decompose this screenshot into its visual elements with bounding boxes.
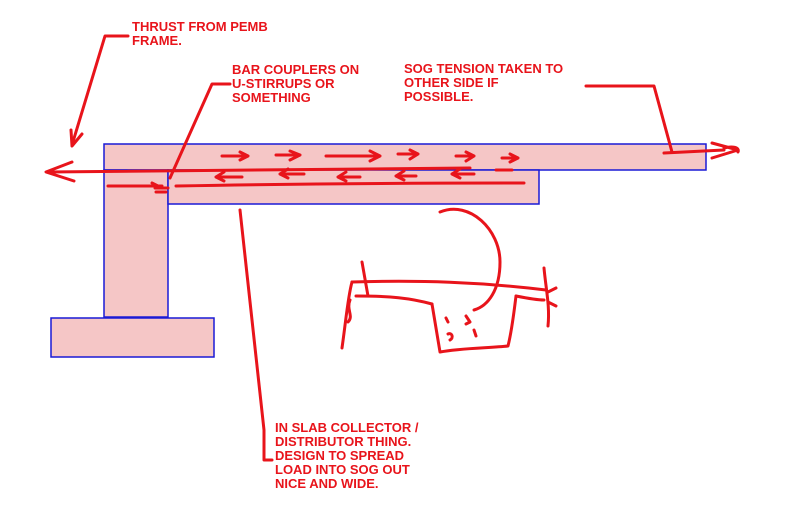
- thrust-leader-tip: [69, 128, 84, 148]
- section-left-edge: [340, 280, 354, 350]
- pier-column: [103, 169, 169, 318]
- sog-leader: [584, 84, 674, 154]
- in-slab-collector: [167, 169, 540, 205]
- flow-arrow-6: [500, 152, 520, 164]
- flow-arrow-8: [278, 167, 306, 180]
- sog-tension-arrow: [662, 141, 740, 160]
- section-left-breakline: [346, 298, 352, 324]
- rebar-dot-4: [472, 328, 478, 338]
- structure: [50, 143, 707, 358]
- flow-arrow-9: [336, 170, 362, 183]
- slab-collector-note: IN SLAB COLLECTOR / DISTRIBUTOR THING. D…: [275, 420, 419, 491]
- ink-sketch: [44, 34, 740, 462]
- thrust-arrow-line: [46, 166, 472, 174]
- section-right-end: [542, 266, 558, 328]
- sog-tension-note: SOG TENSION TAKEN TO OTHER SIDE IF POSSI…: [404, 61, 564, 104]
- rebar-dot-2: [464, 314, 472, 326]
- coupler-marker: [153, 186, 170, 194]
- slab-on-grade: [103, 143, 707, 171]
- slab-collector-leader: [238, 208, 274, 462]
- thrust-leader: [70, 34, 130, 147]
- flow-arrow-11: [450, 167, 476, 180]
- section-left-tick: [360, 260, 370, 298]
- section-slab-bottom: [354, 294, 434, 306]
- flow-arrow-1: [220, 150, 250, 162]
- flow-arrow-3: [324, 149, 382, 163]
- detail-callout-curve: [438, 207, 502, 312]
- thrust-arrow-head: [44, 160, 76, 183]
- collector-bar: [174, 181, 526, 188]
- flow-arrow-5: [454, 150, 476, 163]
- flow-arrow-7: [214, 170, 244, 183]
- section-right-edge: [514, 294, 546, 302]
- footing: [50, 317, 215, 358]
- section-collector: [430, 294, 518, 354]
- couplers-note: BAR COUPLERS ON U-STIRRUPS OR SOMETHING: [232, 62, 360, 105]
- rebar-dot-3: [446, 332, 454, 342]
- couplers-leader: [168, 82, 232, 180]
- flow-arrow-4: [396, 148, 420, 161]
- rebar-dot-1: [444, 316, 450, 324]
- thrust-note: THRUST FROM PEMB FRAME.: [132, 19, 268, 48]
- flow-arrow-10: [394, 169, 418, 182]
- flow-arrow-2: [274, 149, 302, 162]
- section-top-edge: [350, 279, 548, 292]
